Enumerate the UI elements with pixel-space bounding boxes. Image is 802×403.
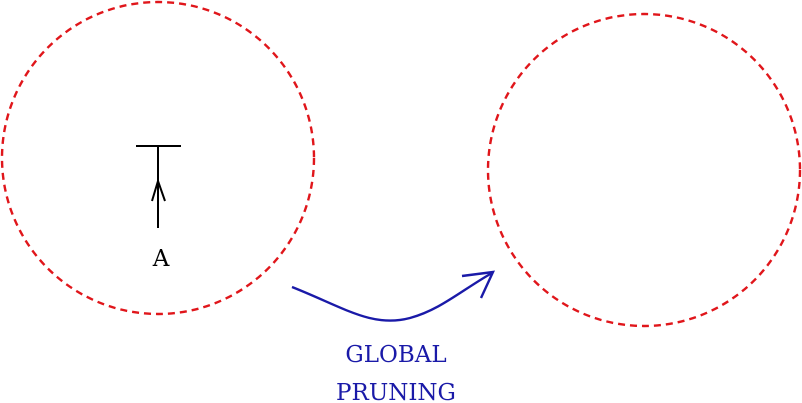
global-pruning-arrowhead [461, 270, 495, 299]
node-a-symbol [136, 145, 181, 228]
node-a-label: A [152, 246, 170, 272]
node-a-arrowhead [151, 177, 166, 202]
transition-label-line2: PRUNING [336, 380, 456, 403]
right-region-circle [486, 12, 802, 328]
left-region-circle [0, 0, 316, 316]
global-pruning-arrow [291, 271, 493, 322]
transition-label-line1: GLOBAL [345, 342, 446, 368]
